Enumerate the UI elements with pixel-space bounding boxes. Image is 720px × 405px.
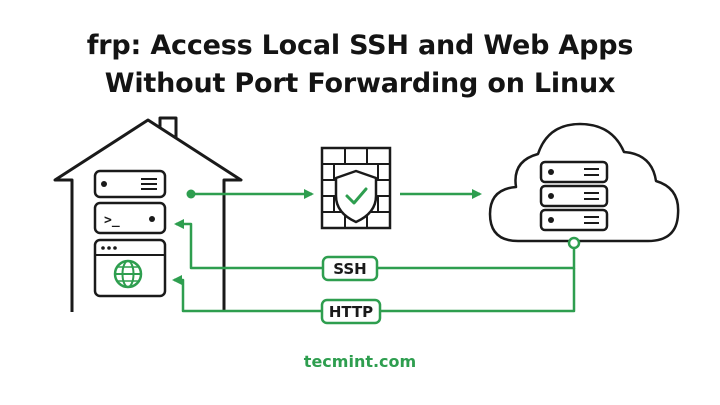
title-line-1: frp: Access Local SSH and Web Apps [86, 30, 634, 61]
terminal-prompt: >_ [104, 213, 120, 228]
terminal-icon: >_ [93, 201, 167, 235]
http-label-box: HTTP [320, 298, 382, 325]
title-line-2: Without Port Forwarding on Linux [104, 68, 616, 99]
http-label: HTTP [329, 303, 373, 321]
footer-site: tecmint.com [303, 352, 417, 371]
http-tunnel-path [172, 268, 576, 313]
browser-icon [93, 238, 167, 298]
outbound-arrow-to-firewall [186, 189, 314, 199]
server-icon [93, 169, 167, 199]
globe-icon [113, 259, 143, 289]
ssh-tunnel-path [174, 219, 581, 270]
ssh-label-box: SSH [321, 255, 379, 282]
ssh-label: SSH [333, 260, 367, 278]
shield-check-icon [334, 169, 378, 224]
server-rack-icon [539, 160, 609, 232]
house-icon [53, 116, 243, 312]
